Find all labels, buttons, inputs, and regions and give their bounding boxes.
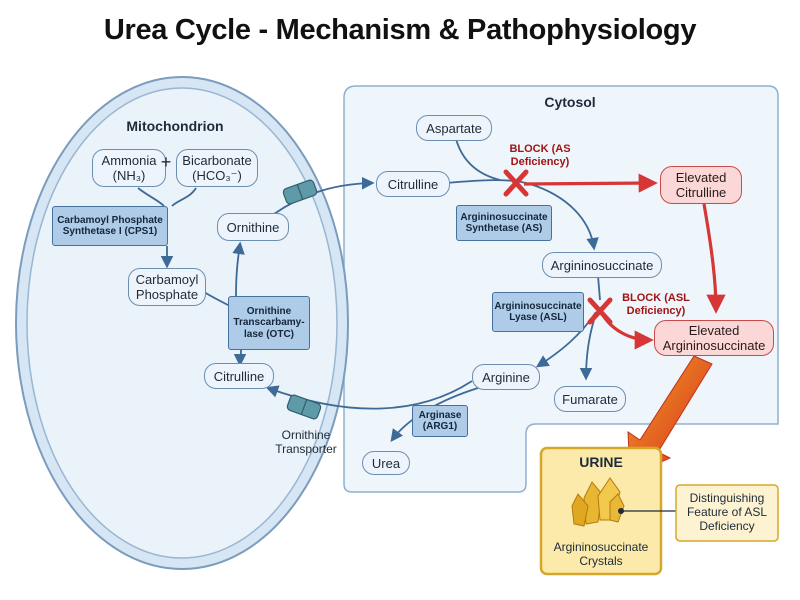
mitochondrion-label: Mitochondrion [126, 118, 224, 134]
elevated-argininosuccinate: Elevated Argininosuccinate [654, 320, 774, 356]
enzyme-asl: Argininosuccinate Lyase (ASL) [492, 292, 584, 332]
feature-text: Distinguishing Feature of ASL Deficiency [686, 491, 768, 533]
node-citrulline-mito: Citrulline [204, 363, 274, 389]
urine-title: URINE [579, 454, 623, 470]
mitochondrion-inner-membrane [26, 87, 338, 559]
arrow-elevated-citrulline-to-elevated-argininosuccinate [702, 203, 726, 314]
node-carbamoyl-phosphate: Carbamoyl Phosphate [128, 268, 206, 306]
enzyme-otc: Ornithine Transcarbamy-lase (OTC) [228, 296, 310, 350]
ornithine-transporter-top [282, 179, 318, 205]
arrow-otc-to-citrulline [233, 349, 247, 367]
arrow-bicarbonate-to-cps1 [171, 187, 197, 207]
arrow-block-as-to-elevated-citrulline [523, 173, 658, 193]
arrow-ammonia-to-cps1 [137, 187, 165, 207]
enzyme-as: Argininosuccinate Synthetase (AS) [456, 205, 552, 241]
node-arginine: Arginine [472, 364, 540, 390]
node-aspartate: Aspartate [416, 115, 492, 141]
crystal-icon [571, 477, 625, 527]
node-urea: Urea [362, 451, 410, 475]
node-bicarbonate: Bicarbonate (HCO₃⁻) [176, 149, 258, 187]
arrow-argininosuccinate-to-asl [597, 275, 601, 301]
feature-box [675, 484, 779, 542]
arrow-as-to-argininosuccinate [529, 183, 599, 251]
arrow-carbamoyl-to-otc [203, 291, 231, 307]
block-x-asl [587, 297, 613, 325]
node-fumarate: Fumarate [554, 386, 626, 412]
block-as-label: BLOCK (AS Deficiency) [509, 143, 571, 168]
arrow-ornithine-to-otc [232, 241, 245, 297]
node-ornithine-mito: Ornithine [217, 213, 289, 241]
node-ammonia: Ammonia (NH₃) [92, 149, 166, 187]
urine-crystals-label: Argininosuccinate Crystals [553, 540, 649, 568]
page-title: Urea Cycle - Mechanism & Pathophysiology [103, 14, 697, 46]
node-argininosuccinate: Argininosuccinate [542, 252, 662, 278]
enzyme-cps1: Carbamoyl Phosphate Synthetase I (CPS1) [52, 206, 168, 246]
enzyme-arg1: Arginase (ARG1) [412, 405, 468, 437]
elevated-citrulline: Elevated Citrulline [660, 166, 742, 204]
block-x-as [503, 169, 529, 197]
transporter-label: Ornithine Transporter [275, 428, 337, 456]
arrow-citrulline-to-as [445, 179, 531, 185]
block-asl-label: BLOCK (ASL Deficiency) [622, 292, 690, 317]
arrow-asl-to-fumarate [579, 319, 595, 381]
node-citrulline-cyto: Citrulline [376, 171, 450, 197]
plus-sign: + [160, 152, 172, 172]
ornithine-transporter-bottom [286, 394, 322, 420]
arrow-aspartate-to-as [455, 138, 501, 181]
cytosol-label: Cytosol [544, 94, 596, 110]
